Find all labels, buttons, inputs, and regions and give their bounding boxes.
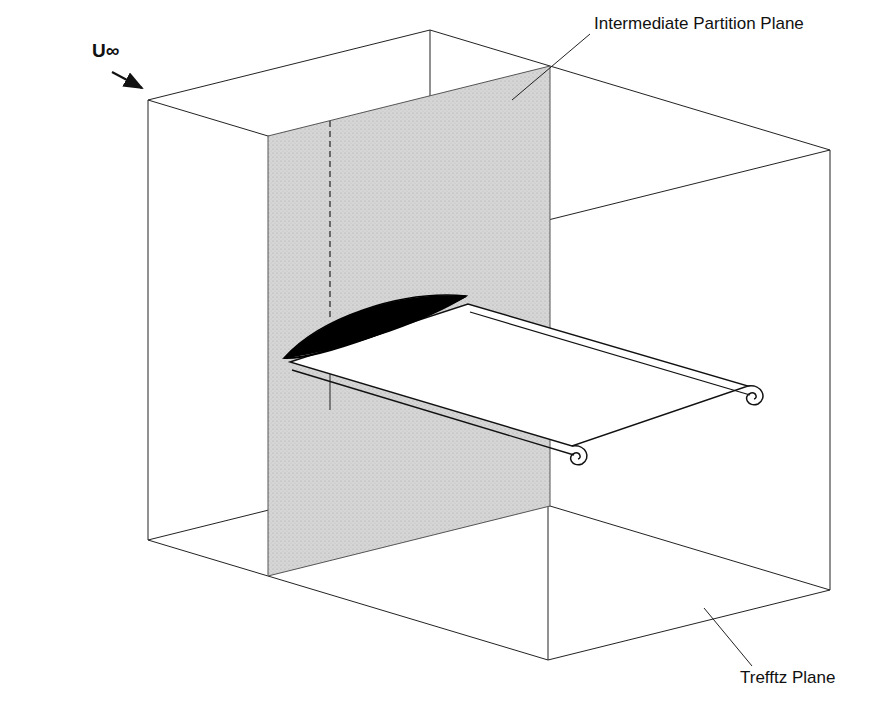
dashed-line bbox=[329, 121, 330, 320]
plane-label: Intermediate Partition Plane bbox=[594, 14, 804, 34]
wing-section bbox=[284, 295, 466, 358]
freestream-arrow bbox=[112, 72, 142, 88]
plane-label: Trefftz Plane bbox=[740, 668, 835, 688]
leader-line bbox=[704, 608, 752, 666]
wing-lower-surface bbox=[284, 296, 466, 358]
leader-line bbox=[512, 34, 590, 100]
box-edges bbox=[148, 30, 830, 660]
freestream-label: U∞ bbox=[92, 40, 119, 63]
